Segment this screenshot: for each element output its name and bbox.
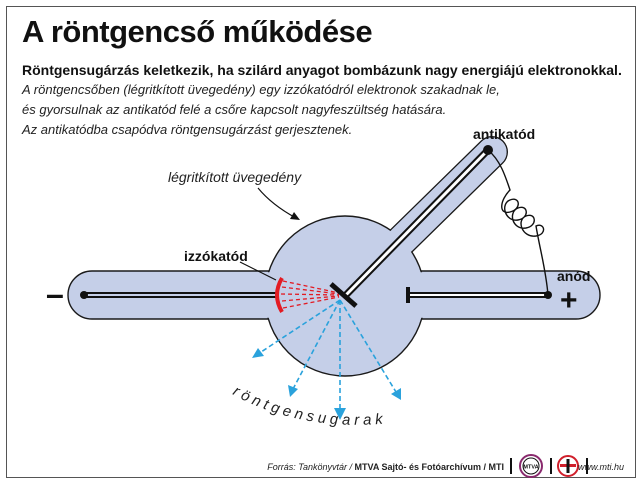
- coil-wire: [487, 149, 549, 296]
- cathode-pointer: [239, 261, 277, 281]
- source-prefix: Forrás: Tankönyvtár /: [267, 462, 355, 472]
- footer-source: Forrás: Tankönyvtár / MTVA Sajtó- és Fot…: [267, 462, 504, 472]
- description-line: és gyorsulnak az antikatód felé a csőre …: [22, 102, 447, 117]
- mtva-logo-text: MTVA: [523, 465, 538, 471]
- description-line: Az antikatódba csapódva röntgensugárzást…: [22, 122, 353, 137]
- footer-separator: [586, 458, 588, 474]
- xray-arrowheads: [252, 348, 401, 420]
- source-org: MTVA Sajtó- és Fotóarchívum / MTI: [354, 462, 504, 472]
- cathode-lead: [80, 291, 279, 299]
- anode-lead: [406, 287, 552, 303]
- page-title: A röntgencső működése: [22, 14, 373, 49]
- label-anticathode: antikatód: [473, 126, 535, 142]
- footer-separator: [550, 458, 552, 474]
- label-plus: +: [560, 284, 578, 317]
- filament-icon: [275, 276, 284, 314]
- vessel-pointer: [257, 187, 297, 219]
- footer-website[interactable]: www.mti.hu: [577, 462, 624, 472]
- label-xrays-path: röntgensugarak: [230, 383, 383, 429]
- electron-beam: [280, 280, 340, 309]
- label-xrays: röntgensugarak: [230, 383, 387, 429]
- label-vessel: légritkított üvegedény: [168, 169, 302, 185]
- mtva-logo-icon: MTVA: [519, 454, 543, 478]
- footer-separator: [510, 458, 512, 474]
- subtitle: Röntgensugárzás keletkezik, ha szilárd a…: [22, 62, 622, 78]
- glass-vessel: [67, 136, 601, 377]
- label-minus: –: [46, 276, 64, 312]
- label-cathode: izzókatód: [184, 248, 248, 264]
- label-anode: anód: [557, 268, 590, 284]
- mti-logo-icon: [557, 455, 579, 477]
- xray-beams: [257, 299, 397, 410]
- description-line: A röntgencsőben (légritkított üvegedény)…: [22, 82, 500, 97]
- footer: Forrás: Tankönyvtár / MTVA Sajtó- és Fot…: [0, 448, 644, 478]
